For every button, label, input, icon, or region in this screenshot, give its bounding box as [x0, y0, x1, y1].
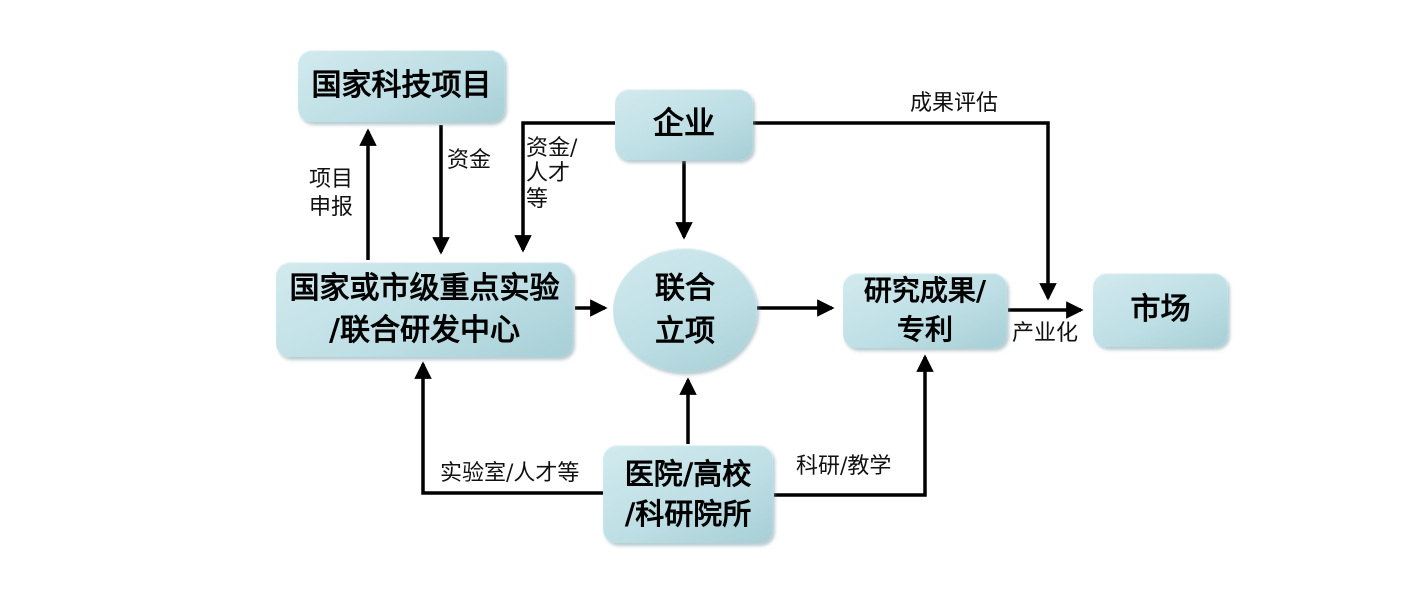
- label-industrialization: 产业化: [1012, 321, 1079, 346]
- label-lab-talent: 实验室/人才等: [440, 461, 580, 486]
- node-research-results: 研究成果/ 专利: [843, 273, 1007, 348]
- arrow-results-evaluation: [753, 121, 1057, 301]
- label-results-evaluation: 成果评估: [910, 91, 999, 116]
- node-joint-project: 联合 立项: [613, 248, 757, 372]
- label-funding: 资金: [447, 148, 492, 173]
- node-market: 市场: [1093, 273, 1228, 347]
- label-funding-talent: 资金/ 人才 等: [526, 136, 578, 212]
- node-hospital-university-institute: 医院/高校 /科研院所: [603, 445, 773, 543]
- arrow-hospital-to-lab: [414, 361, 603, 495]
- label-project-application: 项目 申报: [309, 167, 354, 220]
- arrow-hospital-to-results: [774, 354, 934, 497]
- node-enterprise: 企业: [615, 89, 753, 160]
- label-research-teaching: 科研/教学: [796, 454, 892, 479]
- node-national-science-project: 国家科技项目: [298, 50, 505, 122]
- node-key-laboratory: 国家或市级重点实验 /联合研发中心: [276, 262, 573, 357]
- arrow-funding-talent: [514, 121, 616, 253]
